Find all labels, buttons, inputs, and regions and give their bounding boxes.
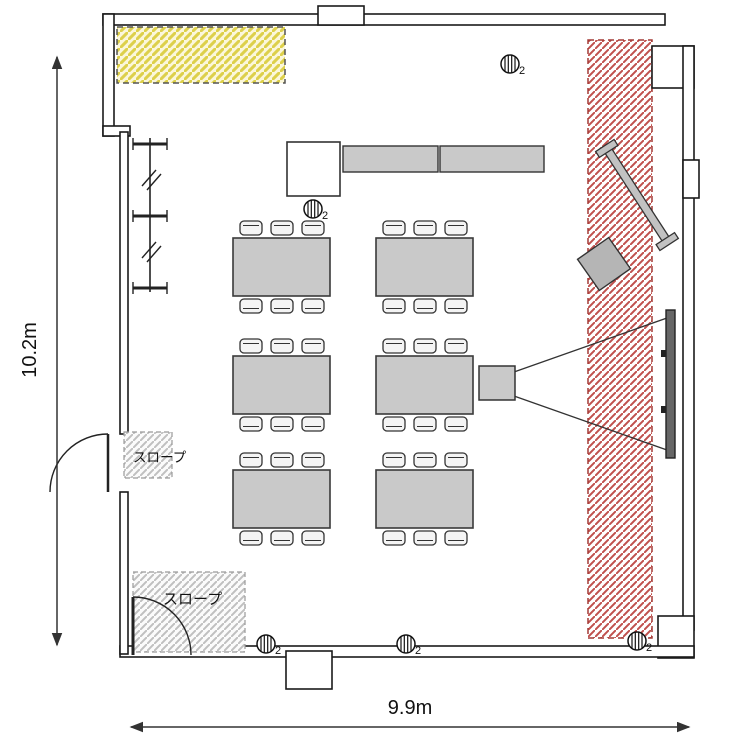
fixture-bracket <box>132 210 168 222</box>
pillar-right-mid <box>682 159 700 199</box>
screen-bracket <box>661 406 666 413</box>
table-unit-2 <box>376 221 473 313</box>
table-unit-4 <box>376 339 473 431</box>
pillar-top-mid <box>317 5 365 26</box>
floor-outlet: 2 <box>256 634 281 657</box>
fixture-bracket <box>132 282 168 294</box>
table-unit-5 <box>233 453 330 545</box>
table-unit-3 <box>233 339 330 431</box>
wall-left-step <box>102 125 131 137</box>
projection-setup <box>478 309 676 459</box>
wall-fixture-rack <box>132 138 168 294</box>
pillar-bottom-mid <box>285 650 333 690</box>
wall-right <box>682 45 695 631</box>
floor-outlet: 2 <box>303 199 328 222</box>
outlet-subscript: 2 <box>519 65 525 77</box>
table-unit-1 <box>233 221 330 313</box>
red-hatched-zone <box>587 39 653 639</box>
projection-screen <box>665 309 676 459</box>
fixture-bracket <box>132 138 168 150</box>
wall-left-upper <box>102 13 115 137</box>
break-mark <box>141 241 162 263</box>
doors <box>49 433 192 656</box>
floor-outlet: 2 <box>500 54 525 77</box>
teacher-desk <box>286 141 341 197</box>
wall-top <box>102 13 666 26</box>
outlet-symbols: 2 2 2 2 2 <box>256 54 652 657</box>
outlet-subscript: 2 <box>275 645 281 657</box>
slope-zone-upper <box>123 431 173 479</box>
width-dimension-label: 9.9m <box>388 697 432 719</box>
projection-cone-bottom <box>513 395 668 451</box>
outlet-subscript: 2 <box>322 210 328 222</box>
slope-label-upper: スロープ <box>133 450 187 465</box>
projection-cone-top <box>513 317 668 373</box>
wall-left-a <box>119 131 129 435</box>
wall-left-b <box>119 491 129 655</box>
seating-area <box>233 221 473 545</box>
door-arc-left <box>49 433 109 493</box>
outlet-subscript: 2 <box>415 645 421 657</box>
yellow-hatched-zone <box>116 26 286 84</box>
slope-label-lower: スロープ <box>163 591 222 608</box>
door-arc-bottom <box>132 596 192 656</box>
break-mark <box>141 169 162 191</box>
slope-zones: スロープ スロープ <box>123 431 246 653</box>
table-unit-6 <box>376 453 473 545</box>
floor-outlet: 2 <box>396 634 421 657</box>
floor-outlet: 2 <box>627 631 652 654</box>
tilted-stand <box>576 236 632 292</box>
dimension-width: 9.9m <box>129 697 691 733</box>
outlet-subscript: 2 <box>646 642 652 654</box>
screen-bracket <box>661 350 666 357</box>
height-dimension-label: 10.2m <box>19 322 41 378</box>
tilted-whiteboard <box>594 138 680 252</box>
counter-table-2 <box>439 145 545 173</box>
counter-table-1 <box>342 145 439 173</box>
projector <box>478 365 516 401</box>
dimension-height: 10.2m <box>19 55 63 647</box>
